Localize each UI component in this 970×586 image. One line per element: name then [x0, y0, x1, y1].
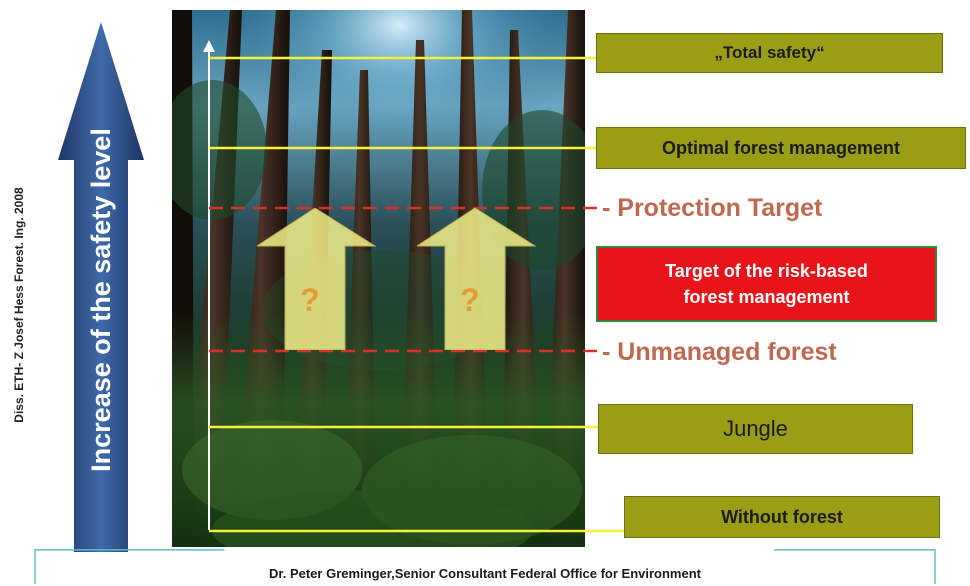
- without-forest-box: Without forest: [624, 496, 940, 538]
- unmanaged-forest-label: - Unmanaged forest: [602, 338, 837, 366]
- optimal-management-box: Optimal forest management: [596, 127, 966, 169]
- protection-target-label: - Protection Target: [602, 194, 823, 222]
- safety-arrow: [58, 22, 144, 552]
- risk-based-target-box: Target of the risk-based forest manageme…: [596, 246, 937, 322]
- up-arrow-right: [417, 208, 537, 350]
- footer-frame: [34, 549, 936, 584]
- total-safety-box: „Total safety“: [596, 33, 943, 73]
- question-mark-right: ?: [460, 282, 480, 318]
- credit-text: Diss. ETH- Z Josef Hess Forest. Ing. 200…: [12, 187, 26, 423]
- without-forest-label: Without forest: [721, 506, 843, 527]
- arrow-label: Increase of the safety level: [86, 128, 116, 472]
- up-arrow-left: [257, 208, 377, 350]
- jungle-box: Jungle: [598, 404, 913, 454]
- risk-box-line1: Target of the risk-based: [665, 261, 868, 281]
- jungle-label: Jungle: [723, 416, 788, 441]
- footer-text: Dr. Peter Greminger,Senior Consultant Fe…: [269, 566, 701, 581]
- total-safety-label: „Total safety“: [714, 43, 825, 62]
- question-mark-left: ?: [300, 282, 320, 318]
- optimal-management-label: Optimal forest management: [661, 137, 901, 158]
- risk-box-line2: forest management: [683, 287, 850, 307]
